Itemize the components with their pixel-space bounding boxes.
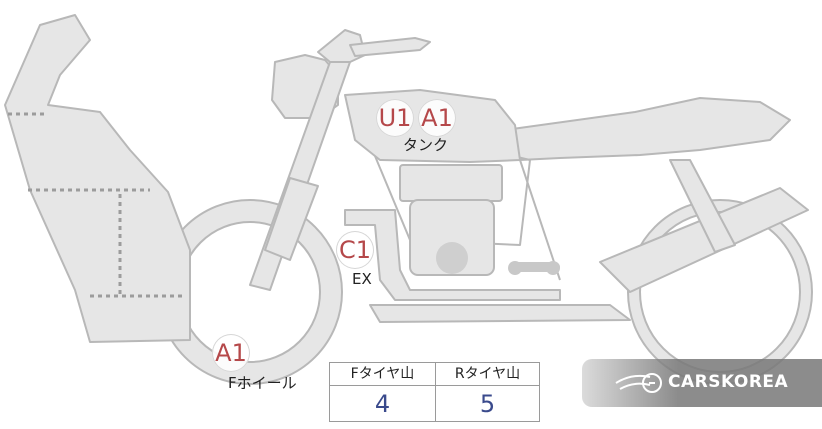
front-tread-value: 4 — [374, 390, 391, 418]
label-tank: タンク — [403, 136, 449, 154]
front-fairing — [4, 14, 191, 343]
table-divider — [435, 363, 436, 421]
flame-logo-icon — [615, 373, 662, 393]
front-tread-header: Fタイヤ山 — [330, 363, 435, 386]
marker-tank-u1: U1 — [376, 99, 414, 137]
engine-top — [399, 164, 503, 202]
rear-tread-value: 5 — [479, 390, 496, 418]
exhaust-pipe — [344, 209, 561, 301]
carskorea-watermark: CARSKOREA — [582, 359, 822, 407]
marker-tank-a1: A1 — [418, 99, 456, 137]
swing-arm — [599, 187, 809, 293]
watermark-brand: CARSKOREA — [668, 372, 789, 392]
engine-block — [409, 199, 495, 276]
seat — [504, 97, 791, 161]
marker-exhaust-c1: C1 — [336, 231, 374, 269]
rear-tread-header: Rタイヤ山 — [435, 363, 540, 386]
marker-front-wheel-a1: A1 — [212, 334, 250, 372]
tire-tread-table: Fタイヤ山 Rタイヤ山 4 5 — [329, 362, 540, 422]
label-front-wheel: Fホイール — [228, 374, 297, 392]
label-exhaust: EX — [352, 270, 372, 288]
